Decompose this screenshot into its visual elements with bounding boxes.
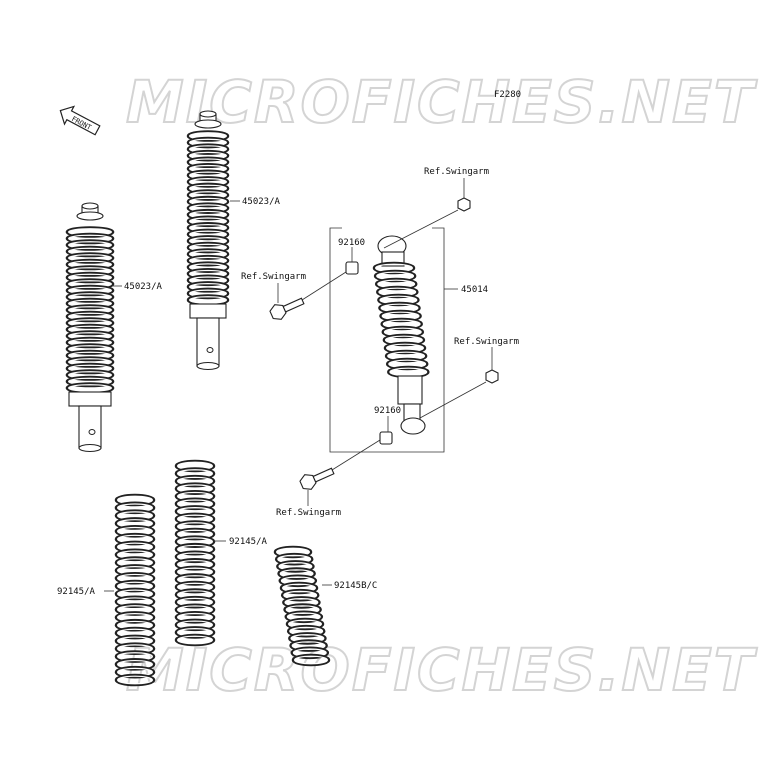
nut-top[interactable] [457,197,471,212]
label-cover-left: 45023/A [124,282,163,292]
label-cover-upper: 45023/A [242,197,281,207]
assembly-bracket [329,227,445,453]
nut-right[interactable] [485,369,499,384]
watermark-top: MICROFICHES.NET [126,68,758,136]
bushing-top[interactable] [345,261,359,275]
bolt-top[interactable] [268,294,306,322]
label-shock-absorber: 45014 [461,285,488,295]
label-spring-left: 92145/A [57,587,96,597]
spring-small[interactable] [273,545,331,667]
label-spring-middle: 92145/A [229,537,268,547]
dust-cover-upper[interactable] [186,110,230,371]
bushing-bottom[interactable] [379,431,393,445]
label-ref-swingarm-left: Ref.Swingarm [241,272,306,282]
watermark-bottom: MICROFICHES.NET [126,636,758,704]
label-bushing-top: 92160 [338,238,365,248]
front-arrow-icon: FRONT [59,105,101,136]
label-spring-small: 92145B/C [334,581,377,591]
label-bushing-bottom: 92160 [374,406,401,416]
shock-absorber[interactable] [372,235,430,435]
spring-middle[interactable] [174,459,216,647]
label-ref-swingarm-bottom: Ref.Swingarm [276,508,341,518]
figure-id: F2280 [494,90,521,100]
dust-cover-left[interactable] [65,202,115,453]
label-ref-swingarm-top: Ref.Swingarm [424,167,489,177]
label-ref-swingarm-right: Ref.Swingarm [454,337,519,347]
spring-left[interactable] [114,493,156,687]
bolt-bottom[interactable] [298,464,336,492]
